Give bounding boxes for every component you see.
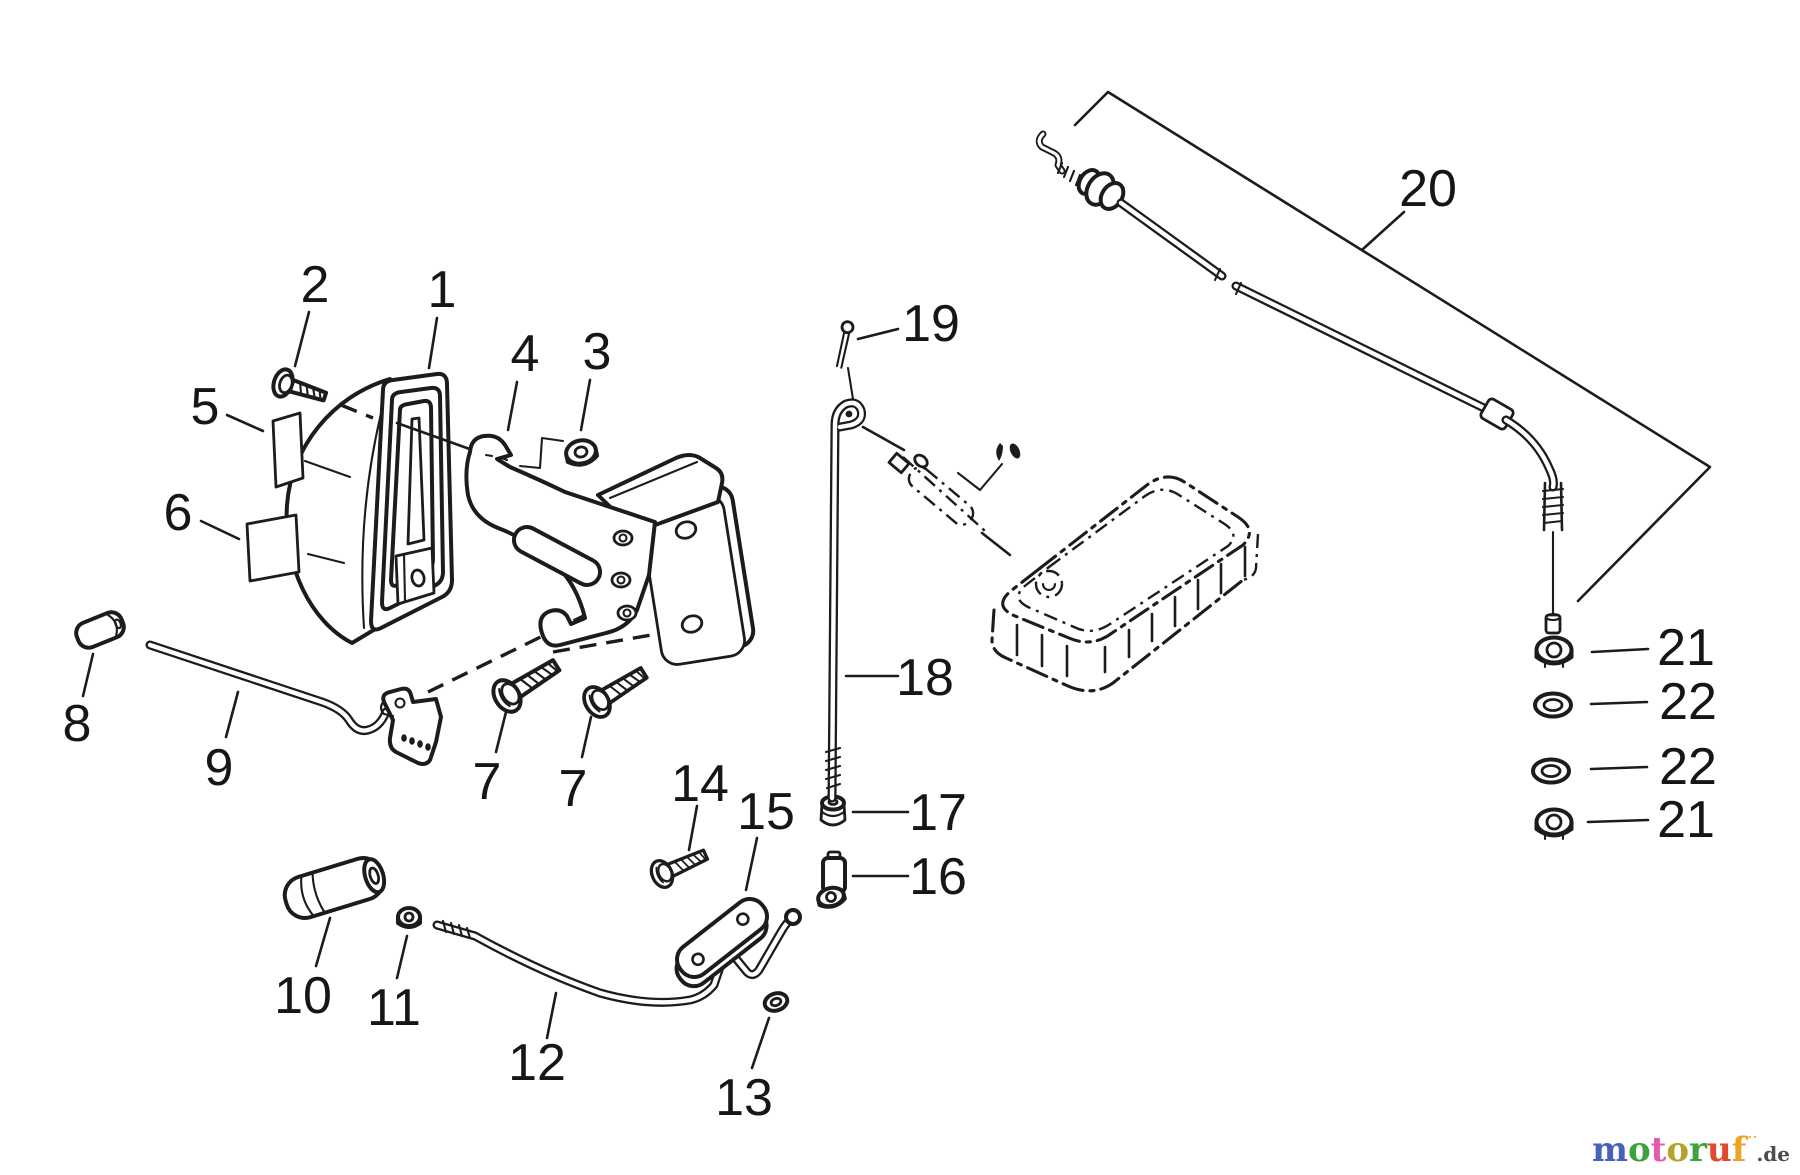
swivel-16 (816, 850, 847, 909)
vertical-rod-18 (824, 366, 866, 803)
callout-number-21: 21 (1657, 619, 1715, 677)
callout-leader-20 (1361, 210, 1406, 251)
callout-leader-21 (1590, 647, 1650, 654)
grip-10 (282, 856, 387, 920)
callout-leader-11 (395, 934, 409, 980)
decal-5 (271, 411, 305, 489)
watermark-tld: .de (1756, 1142, 1790, 1166)
watermark-letter: o (1627, 1130, 1651, 1170)
anchor-plate-15 (674, 897, 769, 989)
callout-leader-4 (506, 380, 519, 432)
callout-number-11: 11 (367, 979, 421, 1037)
watermark-letter: m (1591, 1130, 1628, 1170)
throttle-rod-9 (145, 640, 443, 766)
cap-8 (74, 610, 126, 650)
callout-number-21: 21 (1657, 791, 1715, 849)
flange-screw-7b (576, 657, 655, 724)
bolt-axis-dash (340, 403, 374, 420)
callout-number-22: 22 (1659, 673, 1717, 731)
callout-leader-15 (744, 836, 759, 892)
callout-leader-7 (580, 715, 593, 759)
callout-number-9: 9 (205, 739, 234, 797)
watermark-letter: r (1689, 1130, 1707, 1170)
link-rod-12 (432, 908, 802, 1007)
callout-number-7: 7 (473, 753, 502, 811)
callout-number-7: 7 (559, 760, 588, 818)
callout-leader-8 (81, 652, 95, 698)
callout-number-5: 5 (191, 378, 220, 436)
callout-number-2: 2 (301, 256, 330, 314)
callout-leader-2 (293, 310, 311, 368)
callout-leader-7 (494, 710, 508, 754)
callout-leader-12 (545, 991, 558, 1040)
watermark-mark: ˙˙ (1746, 1135, 1758, 1151)
callout-number-18: 18 (896, 649, 954, 707)
callout-leader-10 (314, 916, 332, 968)
callout-number-1: 1 (428, 261, 457, 319)
callout-leader-21 (1586, 818, 1650, 824)
watermark-logo: motoruf˙˙.de (1592, 1133, 1790, 1167)
callout-number-10: 10 (274, 967, 332, 1025)
callout-leader-14 (687, 804, 699, 852)
cable-bracket-leader (1073, 90, 1712, 603)
control-housing (284, 371, 454, 645)
callout-number-19: 19 (902, 295, 960, 353)
decal-6-line (306, 552, 346, 565)
watermark-letter: f (1731, 1130, 1747, 1170)
callout-number-6: 6 (164, 484, 193, 542)
mount-bracket (427, 433, 756, 694)
callout-number-8: 8 (63, 695, 92, 753)
callout-number-14: 14 (671, 755, 729, 813)
hex-nut-11 (396, 906, 422, 929)
hex-nut-21a (1534, 635, 1574, 669)
washer-22a (1533, 691, 1573, 719)
hex-nut-3 (564, 438, 600, 467)
callout-number-22: 22 (1659, 738, 1717, 796)
assembly-line (395, 421, 480, 454)
throttle-cable-20 (1035, 130, 1565, 635)
washer-13 (762, 991, 790, 1013)
callout-leader-22 (1589, 765, 1649, 771)
callout-number-17: 17 (909, 784, 967, 842)
clevis-ghost (861, 425, 1021, 557)
watermark-letter: o (1666, 1130, 1690, 1170)
watermark-letter: t (1650, 1130, 1667, 1170)
flange-screw-7a (485, 648, 568, 719)
callout-leader-6 (199, 519, 241, 541)
callout-number-3: 3 (583, 323, 612, 381)
callout-leader-3 (579, 378, 592, 432)
callout-number-16: 16 (909, 848, 967, 906)
decal-6 (245, 513, 301, 583)
callout-leader-9 (224, 690, 240, 739)
nut3-step-line (518, 436, 565, 470)
callout-leader-5 (225, 413, 265, 433)
hex-nut-21b (1534, 807, 1574, 841)
flange-bolt (271, 367, 329, 403)
reference-tray (990, 475, 1260, 693)
callout-leader-19 (856, 327, 900, 341)
flange-screw-14 (645, 840, 713, 893)
callout-number-12: 12 (508, 1034, 566, 1092)
callout-leader-13 (750, 1016, 771, 1070)
callout-number-15: 15 (737, 783, 795, 841)
callout-leader-1 (427, 316, 439, 370)
callout-leader-22 (1589, 700, 1649, 706)
washer-22b (1531, 757, 1571, 785)
watermark-letter: u (1706, 1130, 1732, 1170)
watermark-letters: motoruf (1592, 1130, 1746, 1170)
cotter-pin-19 (835, 320, 855, 369)
callout-number-20: 20 (1399, 160, 1457, 218)
decal-5-line (303, 459, 352, 479)
callout-number-13: 13 (715, 1069, 773, 1127)
callout-number-4: 4 (511, 325, 540, 383)
